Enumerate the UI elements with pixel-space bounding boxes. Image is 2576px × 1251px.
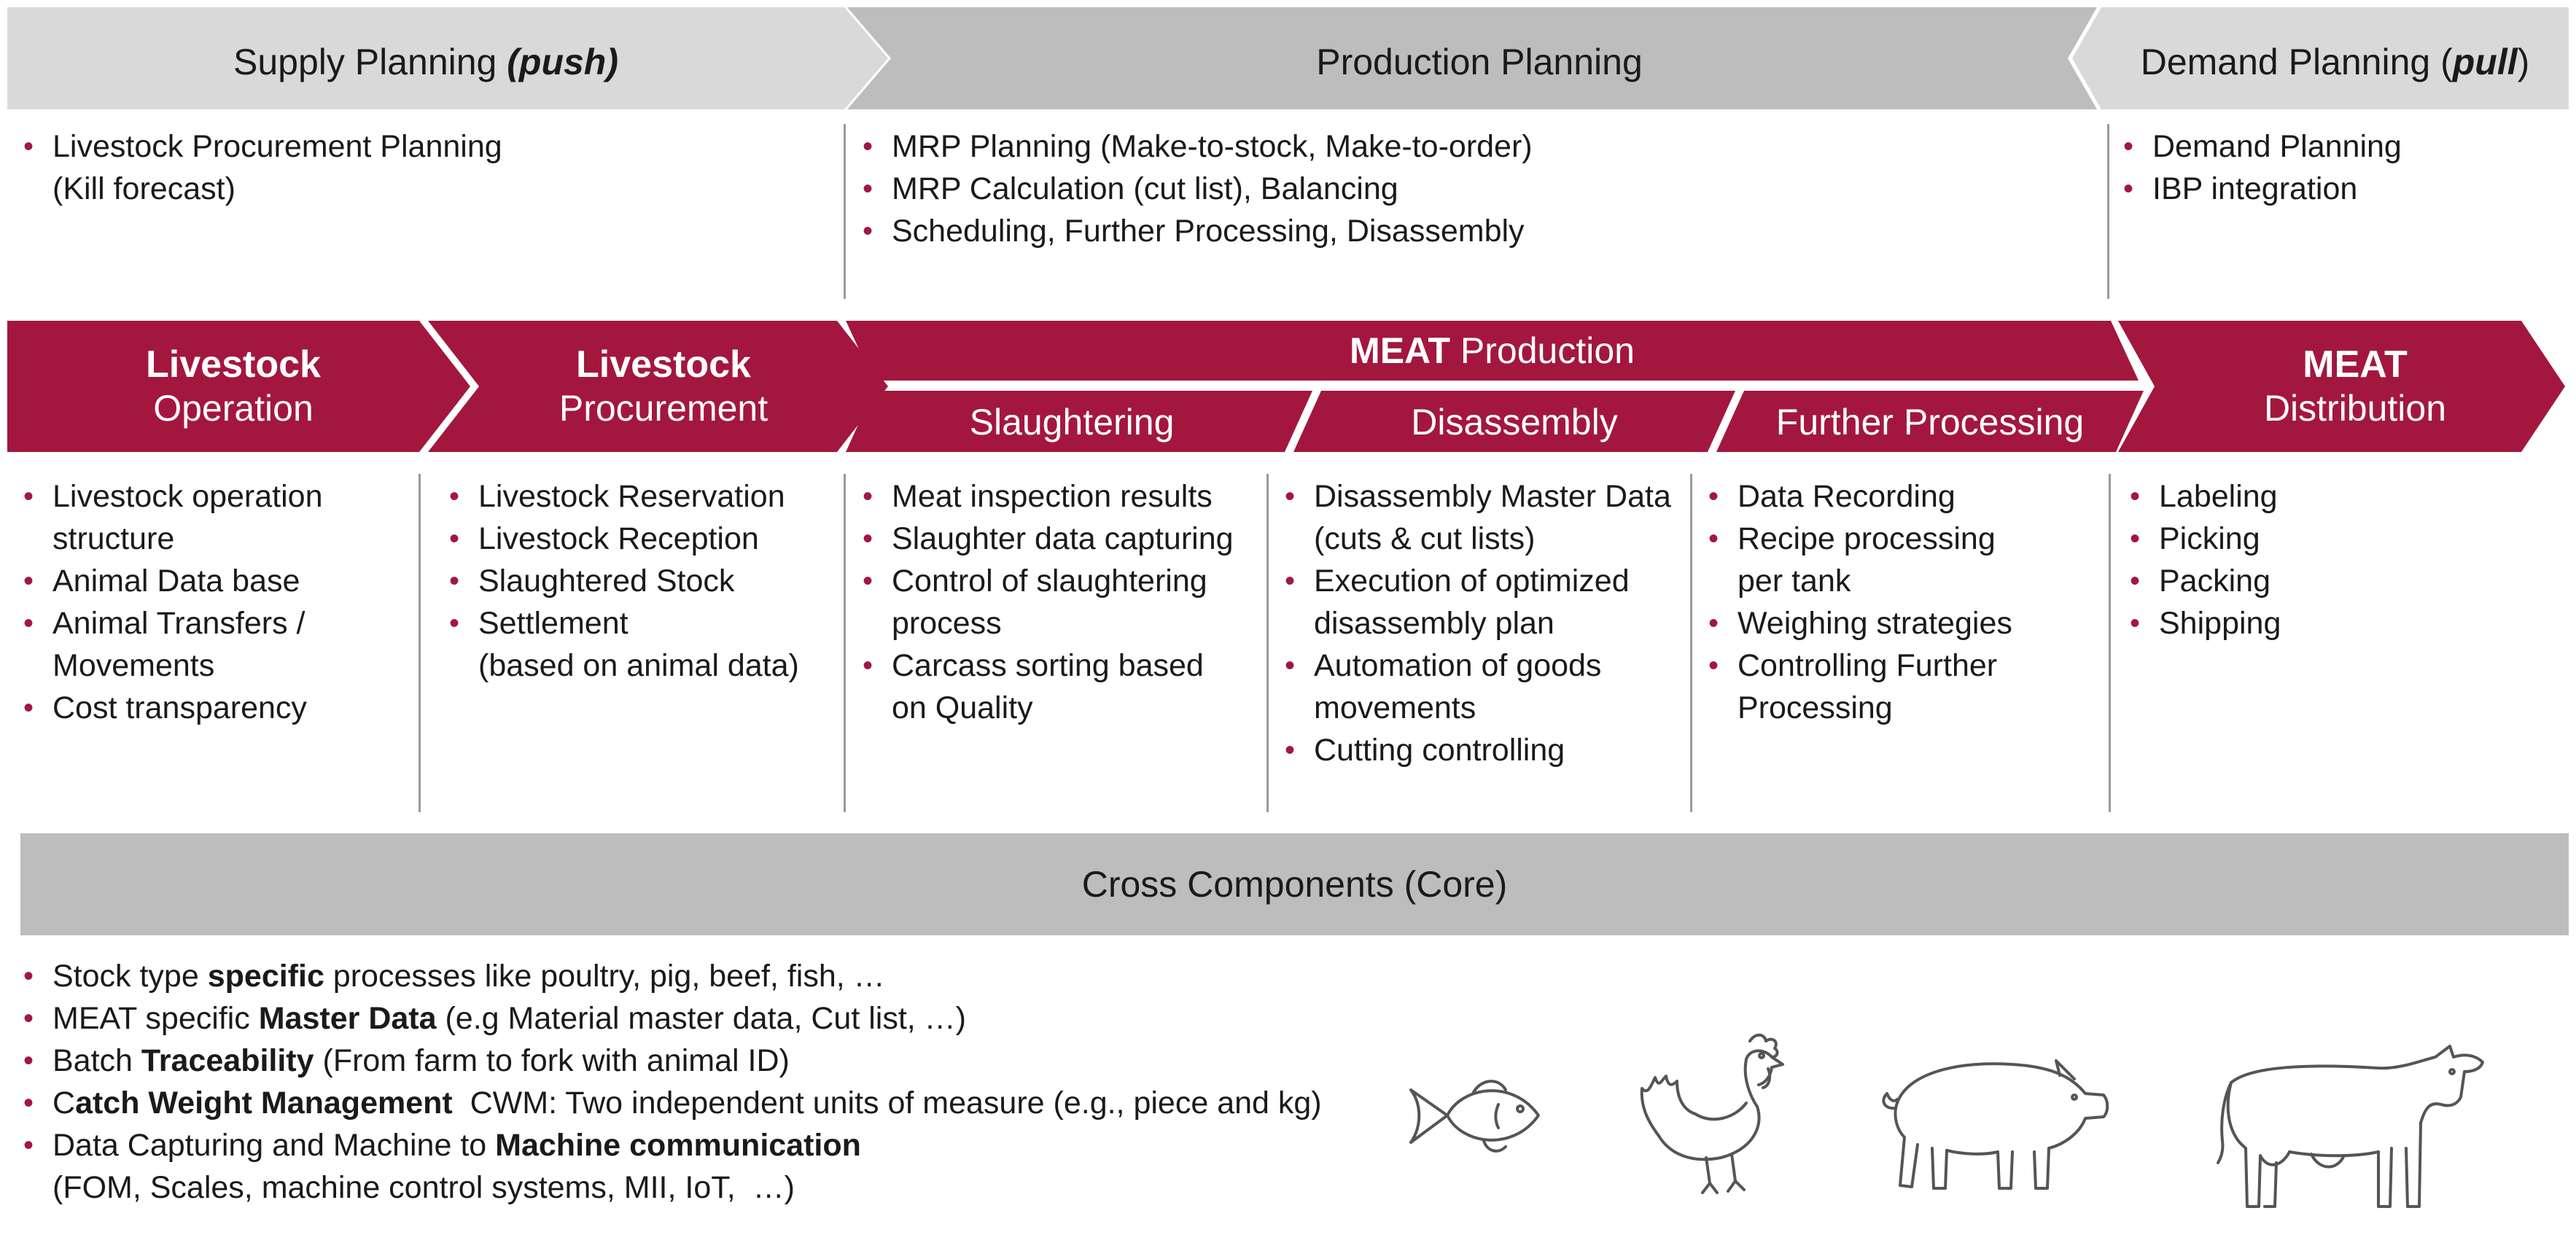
meat-production-title: MEAT Production <box>846 321 2139 381</box>
list-item: Weighing strategies <box>1708 602 2102 644</box>
list-item: Packing <box>2130 560 2538 602</box>
disassembly-chevron <box>1293 391 1735 452</box>
production-planning-title: Production Planning <box>891 7 2068 117</box>
list-item: Scheduling, Further Processing, Disassem… <box>863 210 2066 252</box>
pig-icon <box>1882 1059 2109 1190</box>
list-item: Livestock Reservation <box>449 475 843 518</box>
demand-planning-list: Demand Planning IBP integration <box>2123 125 2561 210</box>
divider <box>1266 474 1269 812</box>
production-planning-list: MRP Planning (Make-to-stock, Make-to-ord… <box>863 125 2066 252</box>
supply-planning-label: Supply Planning <box>233 42 507 82</box>
cow-icon <box>2217 1045 2484 1208</box>
divider <box>844 124 846 299</box>
list-item: Meat inspection results <box>863 475 1271 518</box>
list-item: Slaughtered Stock <box>449 560 843 602</box>
demand-planning-close: ) <box>2517 42 2530 82</box>
production-planning-label: Production Planning <box>1316 42 1643 82</box>
disassembly-list: Disassembly Master Data(cuts & cut lists… <box>1285 475 1700 771</box>
cross-components-list: Stock type specific processes like poult… <box>23 955 1394 1209</box>
livestock-procurement-chevron <box>428 321 888 452</box>
list-item: Data Recording <box>1708 475 2102 518</box>
divider <box>2107 124 2109 299</box>
livestock-operation-chevron <box>7 321 470 452</box>
divider <box>844 474 846 812</box>
divider <box>419 474 421 812</box>
divider <box>2109 474 2111 812</box>
demand-planning-label: Demand Planning ( <box>2140 42 2453 82</box>
fish-icon <box>1409 1080 1540 1153</box>
further-processing-title: Further Processing <box>1775 402 2085 443</box>
chicken-icon <box>1640 1033 1784 1194</box>
list-item: Slaughter data capturing <box>863 518 1271 560</box>
list-item: Cutting controlling <box>1285 729 1700 771</box>
meat-distribution-chevron <box>2118 321 2565 452</box>
list-item: Shipping <box>2130 602 2538 644</box>
supply-planning-band <box>7 7 888 109</box>
meat-production-rest: Production <box>1450 330 1635 371</box>
demand-planning-emphasis: pull <box>2452 42 2518 82</box>
livestock-procurement-title: Livestock Procurement <box>559 343 768 429</box>
list-item: Settlement(based on animal data) <box>449 602 843 687</box>
list-item: Animal Transfers /Movements <box>23 602 417 687</box>
meat-distribution-title: MEAT Distribution <box>2263 343 2447 429</box>
list-item: Livestock Procurement Planning(Kill fore… <box>23 125 825 210</box>
list-item: MRP Calculation (cut list), Balancing <box>863 168 2066 210</box>
list-item: Animal Data base <box>23 560 417 602</box>
slaughtering-list: Meat inspection results Slaughter data c… <box>863 475 1271 729</box>
meat-distribution-list: Labeling Picking Packing Shipping <box>2130 475 2538 644</box>
supply-planning-list: Livestock Procurement Planning(Kill fore… <box>23 125 825 210</box>
list-item: Labeling <box>2130 475 2538 518</box>
further-processing-chevron <box>1716 391 2144 452</box>
divider <box>1690 474 1692 812</box>
cross-components-band: Cross Components (Core) <box>20 833 2569 935</box>
demand-planning-title: Demand Planning (pull) <box>2101 7 2569 117</box>
supply-planning-emphasis: (push) <box>507 42 618 82</box>
list-item: Stock type specific processes like poult… <box>23 955 1394 997</box>
slaughtering-chevron <box>846 391 1312 452</box>
demand-planning-band <box>2072 7 2569 109</box>
list-item: Picking <box>2130 518 2538 560</box>
list-item: Cost transparency <box>23 687 417 729</box>
list-item: Data Capturing and Machine to Machine co… <box>23 1124 1394 1209</box>
livestock-operation-title: Livestock Operation <box>146 343 321 429</box>
list-item: MRP Planning (Make-to-stock, Make-to-ord… <box>863 125 2066 168</box>
list-item: Disassembly Master Data(cuts & cut lists… <box>1285 475 1700 560</box>
list-item: Batch Traceability (From farm to fork wi… <box>23 1040 1394 1082</box>
list-item: Livestock Reception <box>449 518 843 560</box>
list-item: Demand Planning <box>2123 125 2561 168</box>
slaughtering-title: Slaughtering <box>969 402 1175 443</box>
production-planning-band <box>847 7 2097 109</box>
list-item: IBP integration <box>2123 168 2561 210</box>
cross-components-title: Cross Components (Core) <box>1081 864 1508 905</box>
supply-planning-title: Supply Planning (push) <box>7 7 844 117</box>
meat-production-bold: MEAT <box>1350 330 1450 371</box>
livestock-procurement-list: Livestock Reservation Livestock Receptio… <box>449 475 843 687</box>
list-item: Catch Weight Management CWM: Two indepen… <box>23 1082 1394 1124</box>
list-item: MEAT specific Master Data (e.g Material … <box>23 997 1394 1040</box>
meat-production-header <box>846 321 2139 381</box>
disassembly-title: Disassembly <box>1411 402 1618 443</box>
